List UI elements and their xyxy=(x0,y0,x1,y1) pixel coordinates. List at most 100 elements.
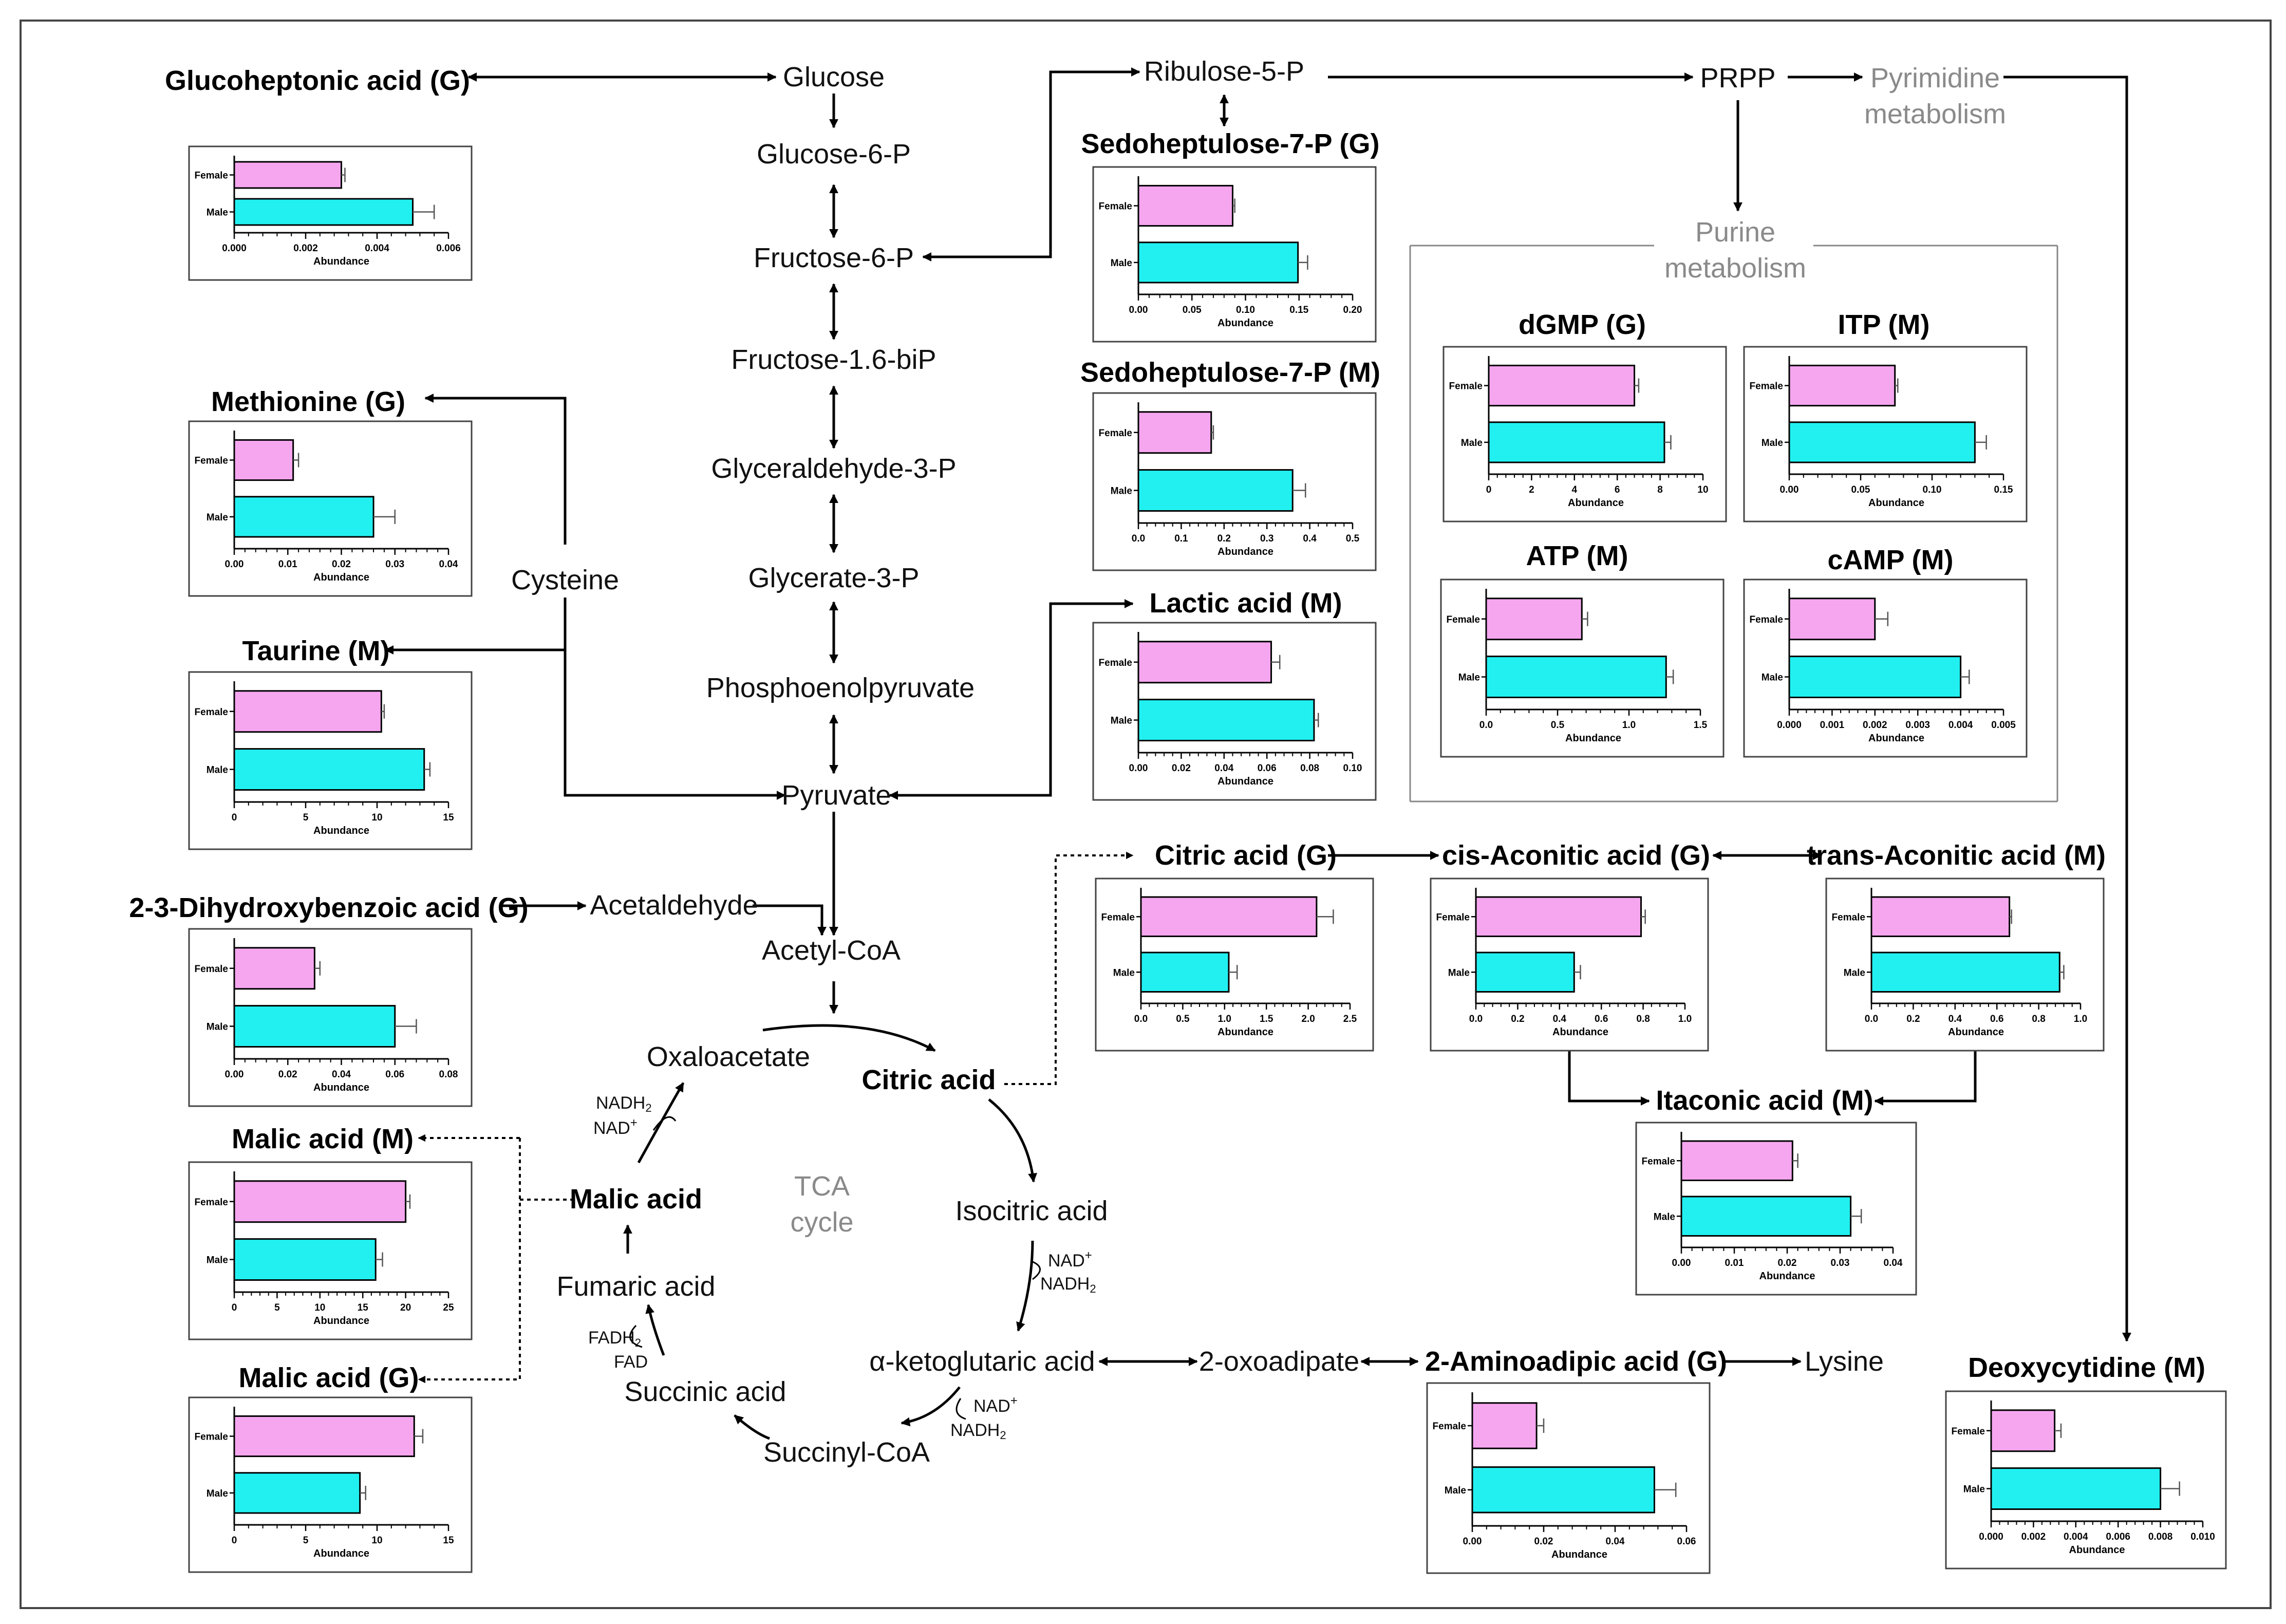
chart-title: Itaconic acid (M) xyxy=(1656,1085,1873,1116)
chart-x-tick-label: 0.00 xyxy=(1129,763,1148,774)
label-citric-acid: Citric acid xyxy=(861,1065,996,1095)
chart-x-tick-label: 5 xyxy=(274,1302,280,1313)
label-fructose-6-p: Fructose-6-P xyxy=(754,242,914,273)
chart-x-tick-label: 0 xyxy=(1486,484,1492,495)
chart-title: Citric acid (G) xyxy=(1155,840,1337,871)
chart-x-tick-label: 0.6 xyxy=(1595,1014,1608,1024)
chart-axis-label: Abundance xyxy=(1948,1026,2004,1038)
chart-title: Methionine (G) xyxy=(211,386,405,417)
chart-x-tick-label: 2.5 xyxy=(1343,1014,1357,1024)
bar-male xyxy=(1990,1467,2162,1510)
label-akg: α-ketoglutaric acid xyxy=(869,1346,1095,1377)
bar-male xyxy=(1488,421,1665,463)
chart-x-tick-label: 0.8 xyxy=(1636,1014,1650,1024)
chart-title: Sedoheptulose-7-P (G) xyxy=(1081,128,1379,159)
chart-category-label: Male xyxy=(207,512,228,523)
outer-frame xyxy=(20,20,2272,1609)
bar-male xyxy=(1788,421,1976,463)
chart-title: dGMP (G) xyxy=(1519,309,1646,340)
label-tca-line2: cycle xyxy=(790,1207,853,1238)
bar-female xyxy=(233,1180,407,1223)
chart-x-tick-label: 10 xyxy=(371,812,382,823)
bar-male xyxy=(1471,1466,1655,1514)
chart-category-label: Female xyxy=(1099,201,1132,212)
chart-x-tick-label: 0.04 xyxy=(1214,763,1233,774)
chart-x-tick-label: 0.002 xyxy=(2021,1532,2046,1542)
chart-x-tick-label: 0.20 xyxy=(1343,305,1362,315)
chart-x-tick-label: 0.08 xyxy=(1300,763,1319,774)
chart-axis-label: Abundance xyxy=(1868,497,1924,509)
chart-x-tick-label: 6 xyxy=(1615,484,1620,495)
chart-category-label: Female xyxy=(195,1197,228,1208)
chart-axis-label: Abundance xyxy=(313,1082,369,1093)
chart-x-tick-label: 1.0 xyxy=(1218,1014,1231,1024)
chart-x-tick-label: 0.02 xyxy=(1172,763,1191,774)
chart-category-label: Male xyxy=(207,1022,228,1033)
chart-axis-label: Abundance xyxy=(1217,318,1273,329)
label-tca-line1: TCA xyxy=(794,1171,850,1202)
chart-category-label: Female xyxy=(1099,428,1132,439)
chart-axis-label: Abundance xyxy=(313,1548,369,1559)
metabolite-labels: Glucose Glucose-6-P Fructose-6-P Fructos… xyxy=(511,56,2006,1468)
chart-title: 2-Aminoadipic acid (G) xyxy=(1425,1346,1727,1377)
chart-category-label: Female xyxy=(1447,614,1480,625)
chart-x-tick-label: 0.02 xyxy=(1534,1536,1553,1547)
chart-axis-label: Abundance xyxy=(1217,546,1273,557)
chart-category-label: Female xyxy=(1101,912,1135,923)
label-2-oxoadipate: 2-oxoadipate xyxy=(1199,1346,1359,1377)
bar-male xyxy=(233,748,425,791)
chart-x-tick-label: 0.5 xyxy=(1551,720,1565,731)
bar-female xyxy=(1788,598,1876,641)
chart-x-tick-label: 0.004 xyxy=(1948,720,1973,731)
chart-category-label: Female xyxy=(195,964,228,975)
label-nadh2-c: NADH2 xyxy=(950,1421,1006,1442)
label-cysteine: Cysteine xyxy=(511,565,619,595)
chart-title: cAMP (M) xyxy=(1827,545,1953,575)
bar-female xyxy=(233,439,294,481)
chart-x-tick-label: 0.2 xyxy=(1511,1014,1524,1024)
label-glucose-6-p: Glucose-6-P xyxy=(757,139,911,170)
chart-category-label: Male xyxy=(207,765,228,776)
bar-female xyxy=(1140,896,1318,937)
chart-x-tick-label: 0.06 xyxy=(1677,1536,1696,1547)
label-phosphoenolpyruvate: Phosphoenolpyruvate xyxy=(706,673,975,703)
chart-title: Lactic acid (M) xyxy=(1149,588,1342,619)
chart-x-tick-label: 0.06 xyxy=(1258,763,1277,774)
chart-x-tick-label: 8 xyxy=(1657,484,1663,495)
bar-male xyxy=(233,1238,377,1281)
chart-x-tick-label: 0.10 xyxy=(1923,484,1942,495)
label-fadh2: FADH2 xyxy=(588,1328,641,1349)
chart-x-tick-label: 0.000 xyxy=(1979,1532,2003,1542)
chart-x-tick-label: 0.1 xyxy=(1174,533,1188,544)
chart-axis-label: Abundance xyxy=(1552,1026,1608,1038)
chart-category-label: Male xyxy=(1111,716,1132,726)
chart-x-tick-label: 0.4 xyxy=(1553,1014,1567,1024)
chart-x-tick-label: 0.4 xyxy=(1948,1014,1962,1024)
chart-x-tick-label: 0.05 xyxy=(1183,305,1202,315)
chart-category-label: Female xyxy=(1952,1426,1985,1437)
label-fumaric-acid: Fumaric acid xyxy=(556,1271,715,1302)
chart-category-label: Female xyxy=(1436,912,1470,923)
bar-female xyxy=(233,161,342,189)
chart-category-label: Male xyxy=(207,1488,228,1499)
chart-x-tick-label: 0.00 xyxy=(1129,305,1148,315)
chart-x-tick-label: 0.000 xyxy=(1777,720,1802,731)
chart-x-tick-label: 0.3 xyxy=(1260,533,1273,544)
pathway-connectors xyxy=(384,67,2131,1440)
label-fructose-16-bip: Fructose-1.6-biP xyxy=(731,344,936,375)
chart-x-tick-label: 0.006 xyxy=(436,243,461,254)
chart-category-label: Male xyxy=(207,1255,228,1266)
chart-x-tick-label: 2.0 xyxy=(1301,1014,1315,1024)
chart-category-label: Male xyxy=(1458,673,1480,683)
